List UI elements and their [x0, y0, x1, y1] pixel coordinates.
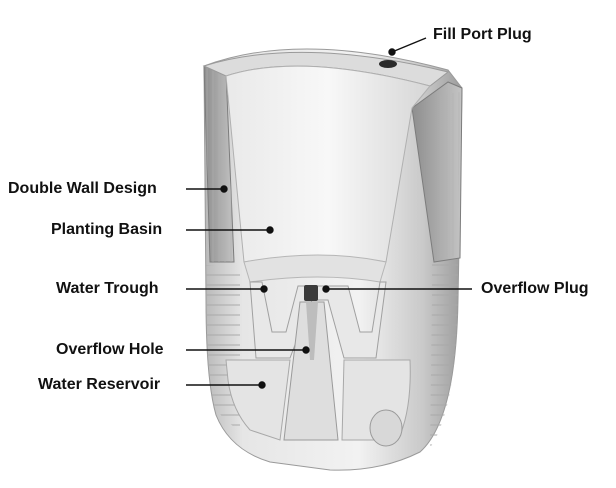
planter-body [202, 48, 463, 471]
label-fill-port-plug: Fill Port Plug [433, 26, 532, 43]
label-planting-basin: Planting Basin [51, 221, 163, 238]
leader-fill-port-plug [391, 37, 427, 53]
label-water-reservoir: Water Reservoir [38, 376, 161, 393]
wall-ribs-right [430, 255, 458, 448]
drain-cap [369, 409, 403, 447]
label-overflow-plug: Overflow Plug [481, 280, 589, 297]
leader-lines [186, 37, 472, 389]
overflow-plug [304, 285, 318, 301]
fill-port-plug [379, 60, 397, 68]
label-double-wall-design: Double Wall Design [8, 180, 157, 197]
water-reservoir [225, 359, 291, 441]
label-water-trough: Water Trough [56, 280, 159, 297]
label-overflow-hole: Overflow Hole [56, 341, 164, 358]
